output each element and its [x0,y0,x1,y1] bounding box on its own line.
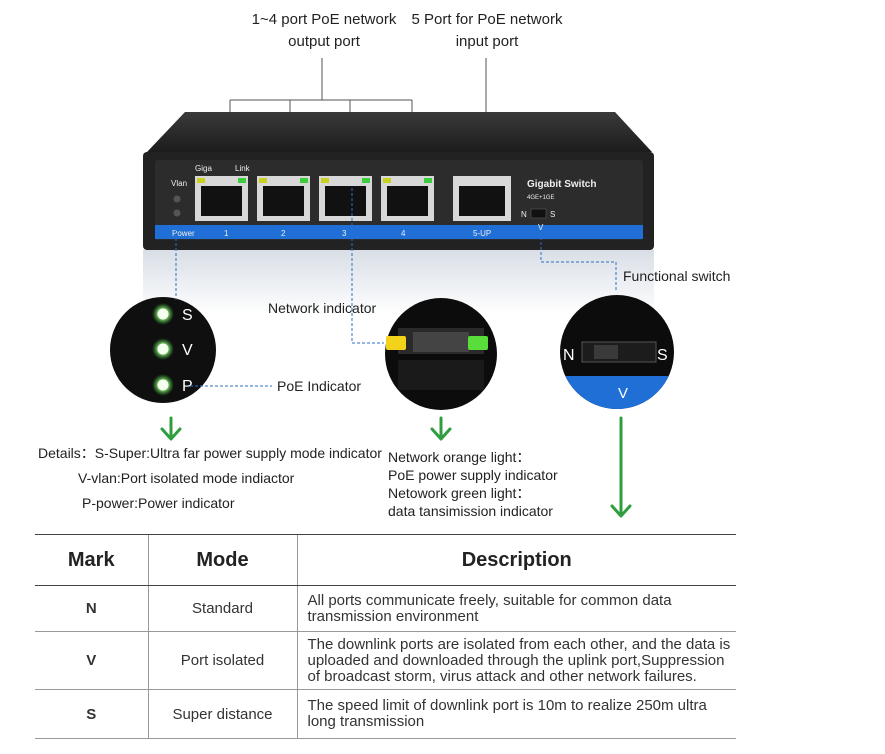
input-port-line2: input port [455,33,519,50]
indicator-v-label: V [182,342,193,359]
switch-v-label: V [538,223,544,232]
row-description: All ports communicate freely, suitable f… [296,585,736,632]
port-3-label: 3 [342,229,347,238]
power-label: Power [172,229,195,238]
indicator-p-label: P [182,378,193,395]
switch-n-label: N [521,210,527,219]
input-port-line1: 5 Port for PoE network [411,11,563,28]
row-mode: Port isolated [147,631,297,690]
green-arrows [160,416,632,518]
input-port-callout: 5 Port for PoE network input port [408,9,566,53]
indicator-s-label: S [182,307,193,324]
indicator-zoom: S V P [110,297,216,403]
front-leds [173,195,181,217]
switch-s-label: S [550,210,555,219]
rj45-ports [195,176,511,221]
network-indicator-label: Network indicator [268,300,377,316]
brand-label: Gigabit Switch [527,179,596,190]
row-description: The speed limit of downlink port is 10m … [296,689,736,739]
functional-switch-label: Functional switch [623,268,731,284]
network-light-description: Network orange light： PoE power supply i… [388,448,558,520]
mode-switch [530,208,547,219]
zoom-switch-s: S [657,347,668,364]
switch-diagram: Vlan Giga Link Power 1 2 3 4 5-UP Gigabi… [110,58,674,518]
row-mark: S [35,689,148,739]
network-light-line2: PoE power supply indicator [388,467,558,483]
table-header-row: Mark Mode Description [35,534,736,586]
network-light-line4: data tansimission indicator [388,503,553,519]
mode-table: Mark Mode Description N Standard All por… [35,534,736,739]
uplink-label: 5-UP [473,229,491,238]
zoom-switch-v: V [618,385,628,402]
model-label: 4GE+1GE [527,195,555,201]
network-light-line3: Netowork green light： [388,485,531,501]
leader-lines [175,188,617,387]
row-description: The downlink ports are isolated from eac… [296,631,736,690]
row-mode: Standard [147,585,297,632]
output-port-line1: 1~4 port PoE network [251,11,397,28]
vlan-label: Vlan [171,179,187,188]
output-port-callout: 1~4 port PoE network output port [248,9,400,53]
poe-indicator-label: PoE Indicator [277,378,362,394]
port-1-label: 1 [224,229,229,238]
details-line3: P-power:Power indicator [82,495,235,511]
device-reflection [143,250,654,315]
zoom-switch-n: N [563,347,575,364]
link-label: Link [235,164,251,173]
header-description: Description [296,534,736,586]
table-row: S Super distance The speed limit of down… [35,689,736,739]
giga-label: Giga [195,164,212,173]
network-zoom [385,298,497,410]
header-mode: Mode [147,534,297,586]
table-row: N Standard All ports communicate freely,… [35,585,736,632]
details-line1: Details：S-Super:Ultra far power supply m… [38,445,382,461]
header-mark: Mark [35,534,148,586]
port-4-label: 4 [401,229,406,238]
output-port-line2: output port [288,33,360,50]
row-mode: Super distance [147,689,297,739]
row-mark: V [35,631,148,690]
network-light-line1: Network orange light： [388,449,531,465]
front-labels: Vlan Giga Link Power 1 2 3 4 5-UP Gigabi… [171,164,596,238]
table-row: V Port isolated The downlink ports are i… [35,631,736,690]
details-line2: V-vlan:Port isolated mode indiactor [78,470,295,486]
port-2-label: 2 [281,229,286,238]
row-mark: N [35,585,148,632]
